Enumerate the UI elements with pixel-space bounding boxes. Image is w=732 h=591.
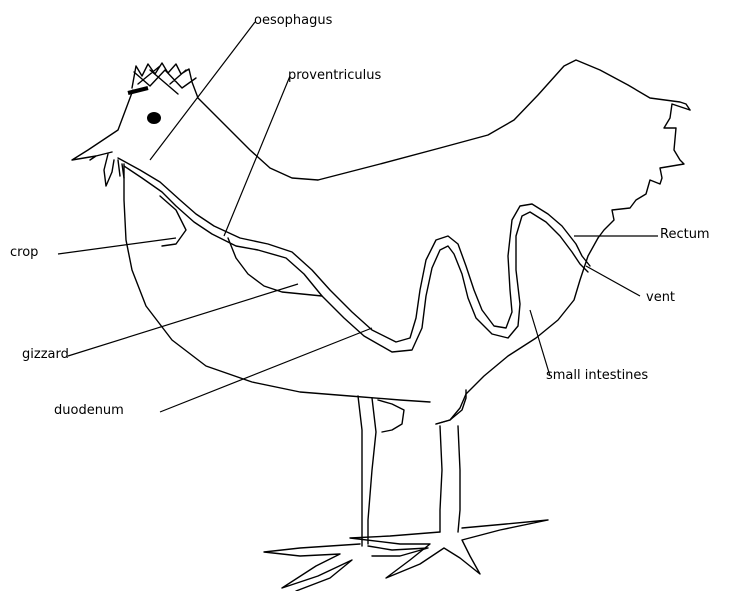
right-thigh [436, 390, 466, 424]
left-foot [264, 544, 428, 591]
label-crop: crop [10, 245, 38, 260]
tail-feathers [598, 104, 690, 238]
beak [72, 90, 133, 160]
label-duodenum: duodenum [54, 403, 124, 418]
label-gizzard: gizzard [22, 347, 69, 362]
label-small-intestines: small intestines [546, 368, 648, 383]
belly [436, 238, 598, 424]
right-foot [350, 520, 548, 578]
neck-back [198, 98, 318, 180]
label-vent: vent [646, 290, 675, 305]
digestive-tract-inner [124, 166, 588, 352]
leader-gizzard [68, 284, 298, 356]
label-proventriculus: proventriculus [288, 68, 381, 83]
eyebrow [128, 88, 148, 93]
label-rectum: Rectum [660, 227, 710, 242]
left-leg [358, 396, 376, 546]
leader-vent [586, 266, 640, 296]
right-leg [440, 426, 460, 532]
comb [132, 63, 198, 98]
leader-crop [58, 238, 176, 254]
left-thigh [378, 400, 404, 432]
leader-small-intestines [530, 310, 550, 376]
label-oesophagus: oesophagus [254, 13, 332, 28]
leader-duodenum [160, 328, 372, 412]
leader-proventriculus [224, 76, 290, 236]
wattle [104, 154, 124, 186]
eye [147, 112, 161, 124]
